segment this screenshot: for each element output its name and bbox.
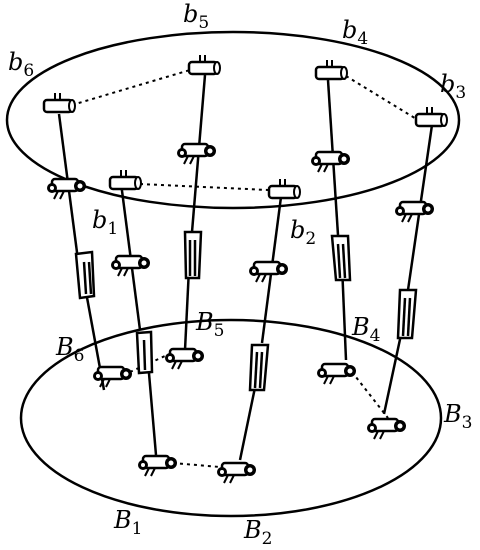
ujoint-upper-6	[45, 177, 88, 201]
ujoint-middle-2	[247, 260, 290, 284]
actuator-3	[396, 288, 418, 340]
label-B6: B6	[55, 333, 84, 366]
joint-B4	[315, 362, 358, 386]
joint-b2	[267, 177, 302, 200]
label-b1: b1	[92, 206, 118, 239]
label-B2: B2	[243, 516, 272, 549]
actuator-2	[248, 343, 270, 392]
label-B4: B4	[351, 313, 380, 346]
joint-b1	[108, 168, 143, 191]
label-B1: B1	[113, 506, 142, 539]
leg-3-lower	[382, 329, 404, 415]
ujoint-middle-1	[109, 254, 152, 278]
base-platform	[19, 318, 443, 518]
base-link-4-3	[351, 371, 389, 419]
actuator-1	[135, 330, 154, 375]
actuator-6	[74, 250, 96, 300]
joint-B1	[136, 454, 179, 478]
label-b2: b2	[290, 216, 316, 249]
label-b6: b6	[8, 48, 34, 81]
top-link-4-3	[345, 75, 419, 121]
joint-B5	[163, 347, 206, 371]
joint-B6	[91, 365, 134, 389]
joint-b5	[187, 53, 222, 76]
ujoint-upper-5	[175, 142, 218, 166]
actuator-5	[183, 230, 203, 280]
label-b4: b4	[342, 16, 368, 49]
label-B5: B5	[195, 308, 224, 341]
base-link-1-2	[172, 462, 221, 468]
joint-b4	[314, 58, 349, 81]
top-link-1-2	[139, 183, 269, 191]
ujoint-upper-3	[393, 200, 436, 224]
top-link-6-5	[71, 69, 191, 106]
joint-B2	[215, 461, 258, 485]
label-b3: b3	[440, 70, 466, 103]
top-platform	[5, 30, 461, 210]
joint-b6	[42, 91, 77, 114]
ujoint-upper-4	[309, 150, 352, 174]
leg-5-lower	[183, 267, 191, 351]
joint-b3	[414, 105, 449, 128]
joint-B3	[365, 417, 408, 441]
actuator-4	[330, 234, 352, 282]
label-B3: B3	[443, 400, 472, 433]
label-b5: b5	[183, 0, 209, 33]
